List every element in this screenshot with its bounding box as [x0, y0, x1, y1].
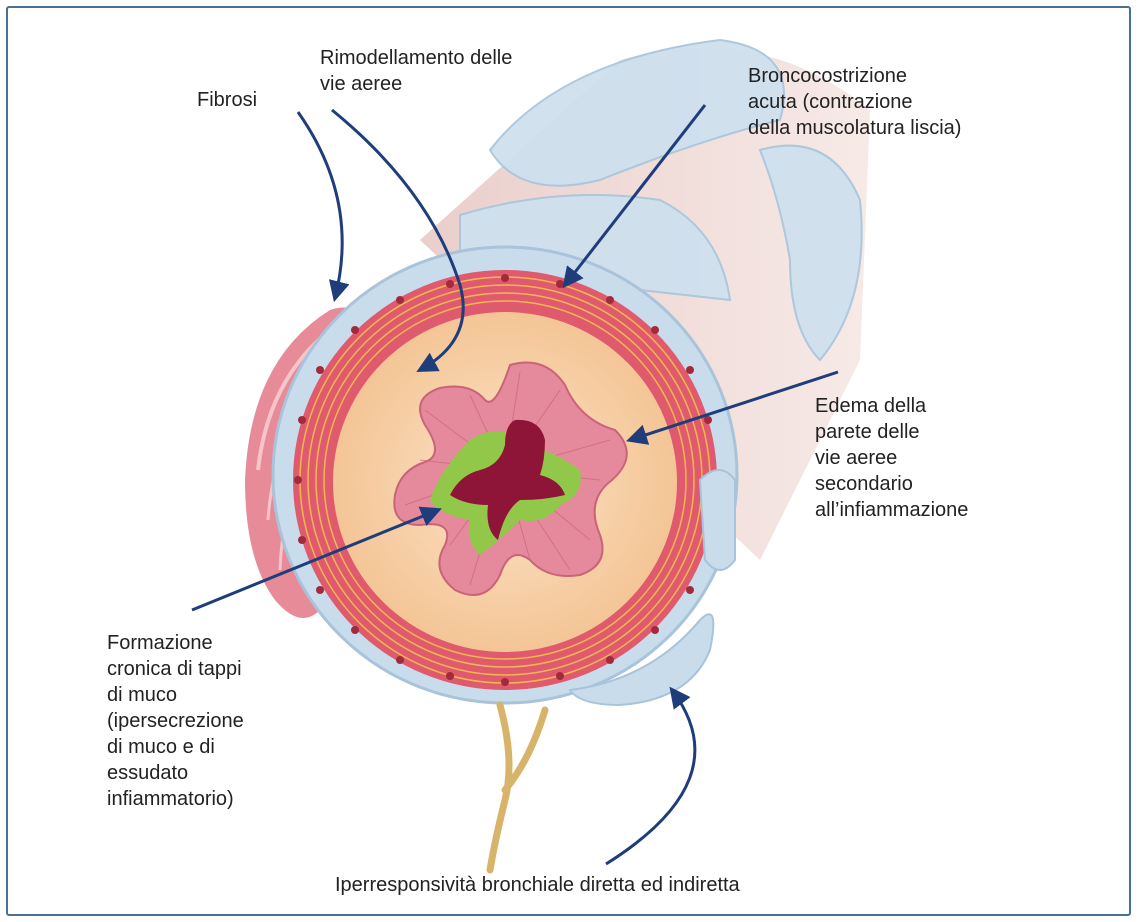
nerve: [490, 705, 545, 870]
label-muco: Formazione cronica di tappi di muco (ipe…: [107, 630, 244, 812]
arrow-fibrosi: [298, 112, 342, 298]
arrow-iperresponsivita: [606, 690, 695, 864]
label-iperresponsivita: Iperresponsività bronchiale diretta ed i…: [335, 872, 740, 898]
label-fibrosi: Fibrosi: [197, 87, 257, 113]
label-broncocostrizione: Broncocostrizione acuta (contrazione del…: [748, 63, 961, 141]
label-rimodellamento: Rimodellamento delle vie aeree: [320, 45, 512, 97]
label-edema: Edema della parete delle vie aeree secon…: [815, 393, 968, 523]
